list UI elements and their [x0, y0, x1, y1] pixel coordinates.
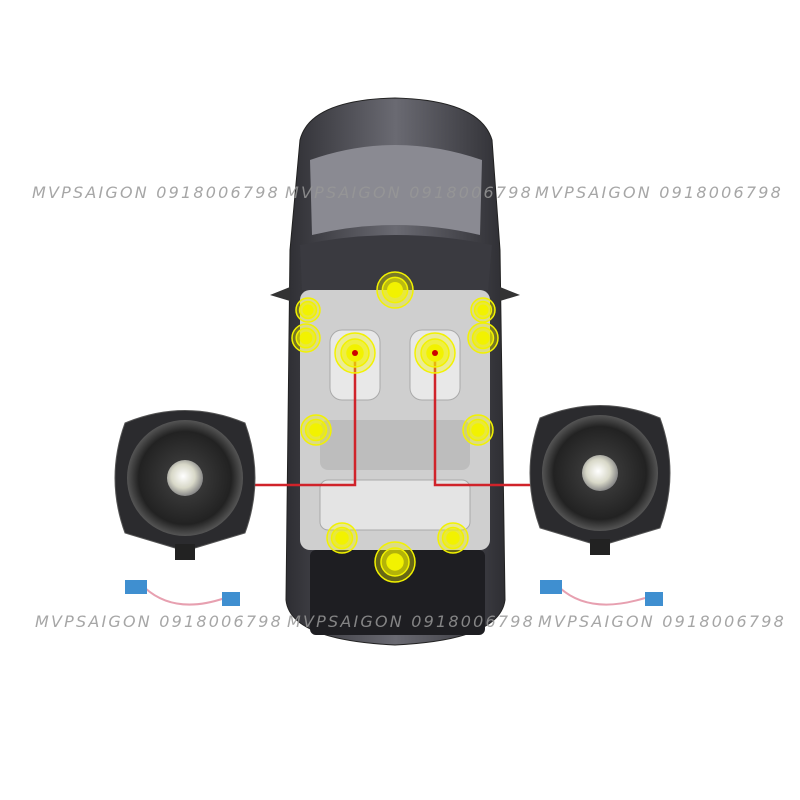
speaker-marker — [467, 322, 499, 354]
harness-right — [540, 580, 663, 606]
left-wire — [255, 355, 357, 487]
right-wire — [433, 355, 532, 487]
speaker-marker — [470, 297, 496, 323]
watermark: MVPSAIGON 0918006798 — [538, 612, 787, 631]
speaker-marker — [374, 541, 416, 583]
watermark: MVPSAIGON 0918006798 — [287, 612, 536, 631]
speaker-marker — [326, 522, 358, 554]
speaker-marker — [291, 323, 321, 353]
watermark: MVPSAIGON 0918006798 — [285, 183, 534, 202]
speaker-marker — [376, 271, 414, 309]
watermark: MVPSAIGON 0918006798 — [32, 183, 281, 202]
subwoofer-left — [114, 410, 256, 560]
subwoofer-right — [529, 405, 671, 555]
speaker-markers — [291, 271, 499, 583]
speaker-marker — [414, 332, 456, 374]
wiring — [255, 355, 532, 487]
watermark: MVPSAIGON 0918006798 — [35, 612, 284, 631]
speaker-marker — [334, 332, 376, 374]
speaker-marker — [437, 522, 469, 554]
harness-left — [125, 580, 240, 606]
watermark: MVPSAIGON 0918006798 — [535, 183, 784, 202]
speaker-marker — [300, 414, 332, 446]
speaker-marker — [295, 297, 321, 323]
speaker-marker — [462, 414, 494, 446]
